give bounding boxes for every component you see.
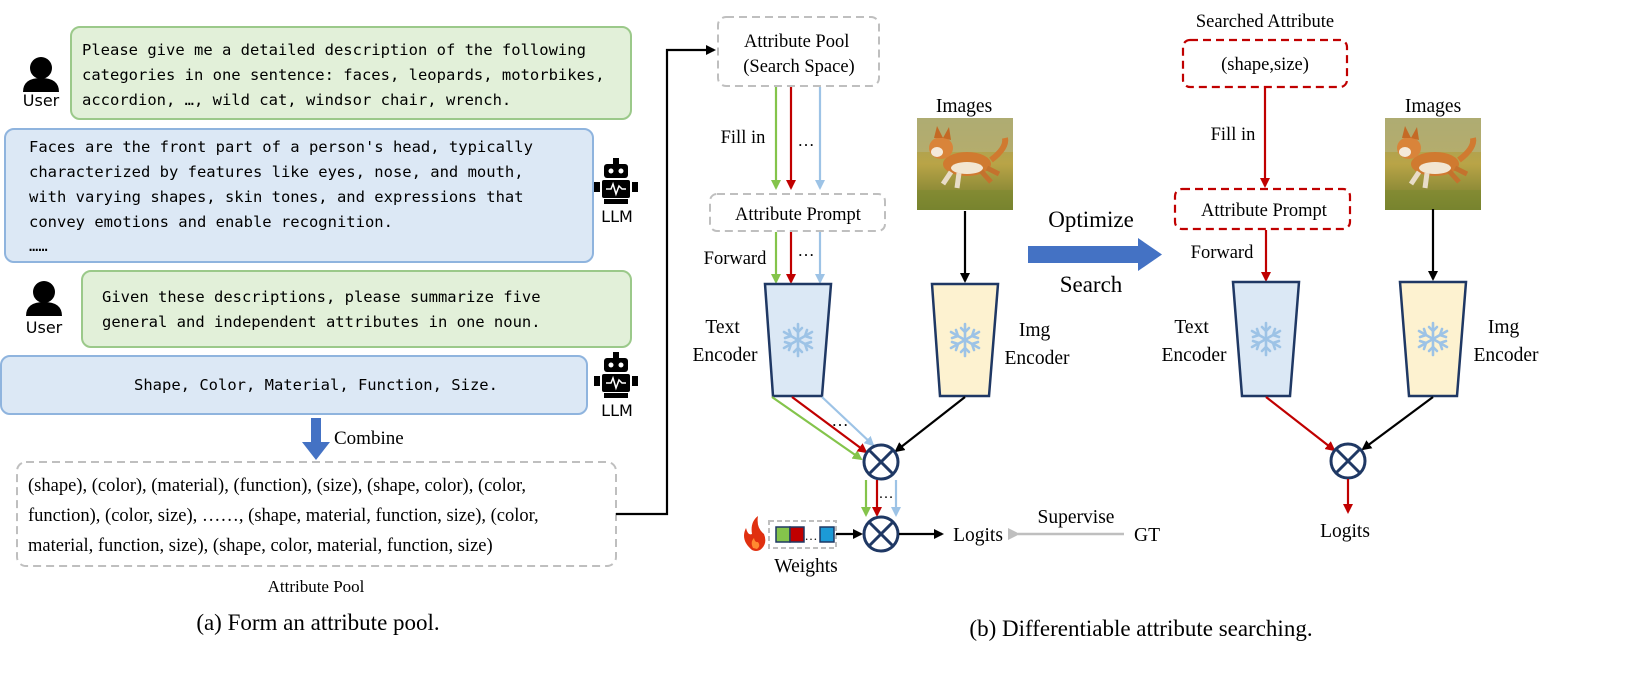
attribute-pool-text: (shape), (color), (material), (function)… <box>28 476 543 556</box>
weight-ellipsis: … <box>805 528 818 543</box>
encoder-ellipsis: … <box>832 411 849 430</box>
weight-cell-red <box>789 526 805 543</box>
user-label-1: User <box>23 91 60 110</box>
img-to-otimes-arrow <box>894 396 966 453</box>
text-encoder-label: Text Encoder <box>693 317 758 366</box>
encoder-arrow-lightblue <box>821 396 875 447</box>
user-msg-1-line-3: accordion, …, wild cat, windsor chair, w… <box>82 91 511 109</box>
user-label-2: User <box>26 318 63 337</box>
llm-msg-1-line-2: characterized by features like eyes, nos… <box>29 163 524 181</box>
searched-img-encoder-label-1: Img <box>1488 317 1520 338</box>
searched-text-encoder-label-2: Encoder <box>1162 345 1227 366</box>
logits-label-1: Logits <box>953 525 1003 546</box>
mult-ellipsis: … <box>879 486 894 502</box>
pool-connector-arrow <box>616 45 716 516</box>
searched-attribute-value: (shape,size) <box>1221 55 1309 75</box>
forward-label: Forward <box>704 249 767 269</box>
searched-forward-label: Forward <box>1191 243 1254 263</box>
panel-a: User Please give me a detailed descripti… <box>0 26 716 635</box>
llm-message-2: Shape, Color, Material, Function, Size. <box>134 376 498 394</box>
pool-line-1: (shape), (color), (material), (function)… <box>28 476 526 496</box>
pool-line-3: material, function, size), (shape, color… <box>28 536 493 556</box>
images-label-2: Images <box>1405 96 1461 117</box>
search-space-text: Attribute Pool (Search Space) <box>743 32 854 77</box>
text-encoder-label-2: Encoder <box>693 345 758 366</box>
user-message-2: Given these descriptions, please summari… <box>102 288 550 331</box>
searched-img-to-otimes <box>1361 396 1434 451</box>
user-msg-1-line-2: categories in one sentence: faces, leopa… <box>82 66 605 84</box>
text-encoder-label-1: Text <box>705 317 740 338</box>
img-encoder-label-1: Img <box>1019 320 1051 341</box>
user-message-1: Please give me a detailed description of… <box>82 41 614 109</box>
fire-icon <box>744 516 766 551</box>
multiply-node-2 <box>862 515 900 553</box>
searched-img-encoder-label-2: Encoder <box>1474 345 1539 366</box>
searched-text-to-otimes <box>1265 396 1336 452</box>
llm-label-2: LLM <box>601 401 633 420</box>
attribute-pool-label: Attribute Pool <box>268 577 365 596</box>
searched-text-encoder-label: Text Encoder <box>1162 317 1227 366</box>
img-encoder-label: Img Encoder <box>1005 320 1070 369</box>
search-space-line-2: (Search Space) <box>743 57 854 77</box>
weights-label: Weights <box>774 556 837 577</box>
llm-bubble-1 <box>4 128 594 263</box>
user-msg-2-line-2: general and independent attributes in on… <box>102 313 541 331</box>
attribute-prompt-label: Attribute Prompt <box>735 205 862 225</box>
robot-icon <box>593 157 639 205</box>
encoder-arrow-red <box>791 396 868 454</box>
forward-ellipsis: … <box>798 241 815 260</box>
supervise-label: Supervise <box>1038 507 1115 528</box>
llm-msg-1-line-3: with varying shapes, skin tones, and exp… <box>29 188 524 206</box>
llm-label-1: LLM <box>601 207 633 226</box>
caption-a: (a) Form an attribute pool. <box>196 610 439 635</box>
img-encoder-label-2: Encoder <box>1005 348 1070 369</box>
llm-bubble-2 <box>0 355 588 415</box>
searched-attribute-prompt-label: Attribute Prompt <box>1201 201 1328 221</box>
multiply-node-1 <box>862 443 900 481</box>
caption-b: (b) Differentiable attribute searching. <box>969 616 1312 641</box>
llm-message-1: Faces are the front part of a person's h… <box>29 138 542 255</box>
searched-fill-in-label: Fill in <box>1211 125 1256 145</box>
search-space-box <box>717 16 880 87</box>
gt-label: GT <box>1134 525 1160 546</box>
attribute-prompt-box <box>709 193 886 232</box>
encoder-arrow-green <box>771 396 863 461</box>
search-space-line-1: Attribute Pool <box>744 32 849 52</box>
combine-label: Combine <box>334 428 404 449</box>
dog-image <box>1385 118 1481 210</box>
panel-b: Attribute Pool (Search Space) Fill in … … <box>693 12 1539 641</box>
searched-text-encoder-label-1: Text <box>1174 317 1209 338</box>
multiply-node-3 <box>1329 442 1367 480</box>
user-icon <box>26 281 62 316</box>
searched-img-encoder-label: Img Encoder <box>1474 317 1539 366</box>
user-bubble-1 <box>70 26 632 120</box>
weight-cell-green <box>775 526 791 543</box>
user-msg-2-line-1: Given these descriptions, please summari… <box>102 288 541 306</box>
search-label: Search <box>1060 272 1123 297</box>
fill-in-label: Fill in <box>721 128 766 148</box>
searched-attribute-box <box>1181 38 1349 89</box>
combine-arrow <box>302 418 330 460</box>
weight-cell-blue <box>819 526 835 543</box>
optimize-label: Optimize <box>1048 207 1134 232</box>
logits-label-2: Logits <box>1320 521 1370 542</box>
llm-msg-1-line-5: …… <box>29 237 48 255</box>
images-label-1: Images <box>936 96 992 117</box>
llm-msg-1-line-1: Faces are the front part of a person's h… <box>29 138 533 156</box>
user-icon <box>23 57 59 92</box>
searched-attribute-label: Searched Attribute <box>1196 12 1334 32</box>
robot-icon <box>593 351 639 399</box>
user-msg-1-line-1: Please give me a detailed description of… <box>82 41 586 59</box>
fill-ellipsis: … <box>798 131 815 150</box>
pool-line-2: function), (color, size), ……, (shape, ma… <box>28 506 539 526</box>
dog-image <box>917 118 1013 210</box>
user-bubble-2 <box>81 270 632 348</box>
searched-attribute-prompt-box <box>1173 187 1352 231</box>
llm-msg-1-line-4: convey emotions and enable recognition. <box>29 213 393 231</box>
optimize-arrow <box>1028 238 1162 271</box>
